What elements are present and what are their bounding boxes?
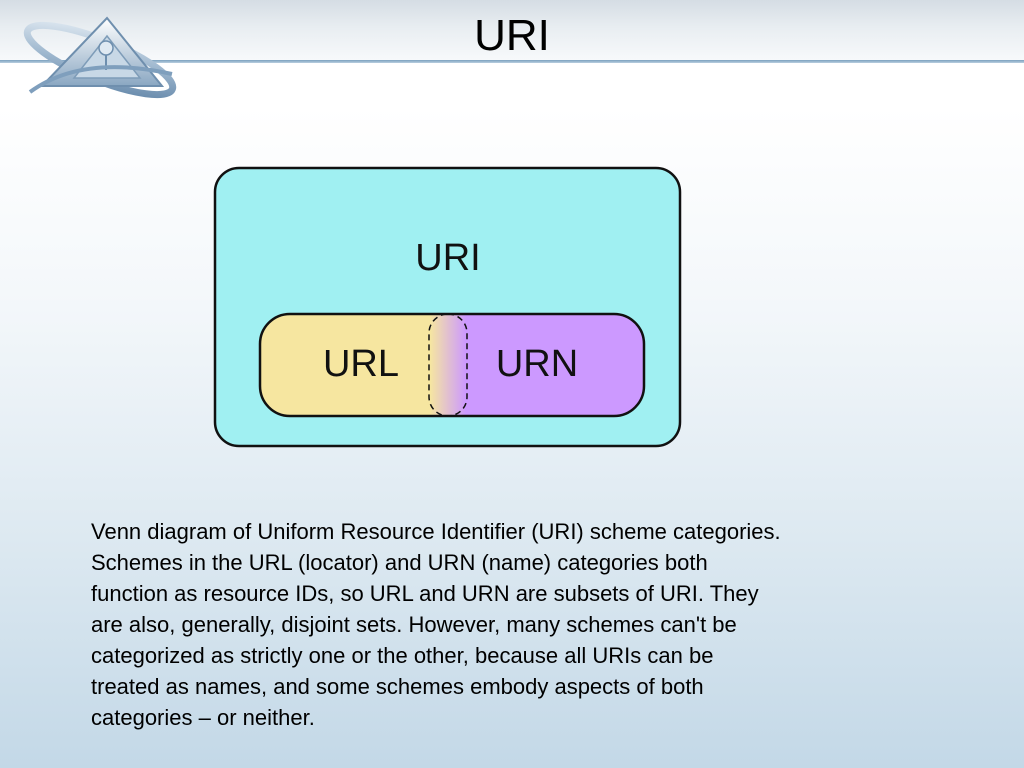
diagram-caption: Venn diagram of Uniform Resource Identif… [91, 519, 781, 730]
url-set [260, 314, 450, 416]
page-title: URI [474, 11, 550, 60]
overlap-region [430, 314, 466, 416]
header-divider [0, 60, 1024, 63]
uri-set-label: URI [415, 237, 480, 279]
venn-diagram: URI URL URN [210, 163, 685, 451]
urn-set [450, 314, 644, 416]
header-bar [0, 0, 1024, 60]
logo-icon [22, 14, 192, 114]
overlap-boundary [428, 313, 468, 417]
urn-set-label: URN [496, 343, 578, 385]
url-set-label: URL [323, 343, 399, 385]
